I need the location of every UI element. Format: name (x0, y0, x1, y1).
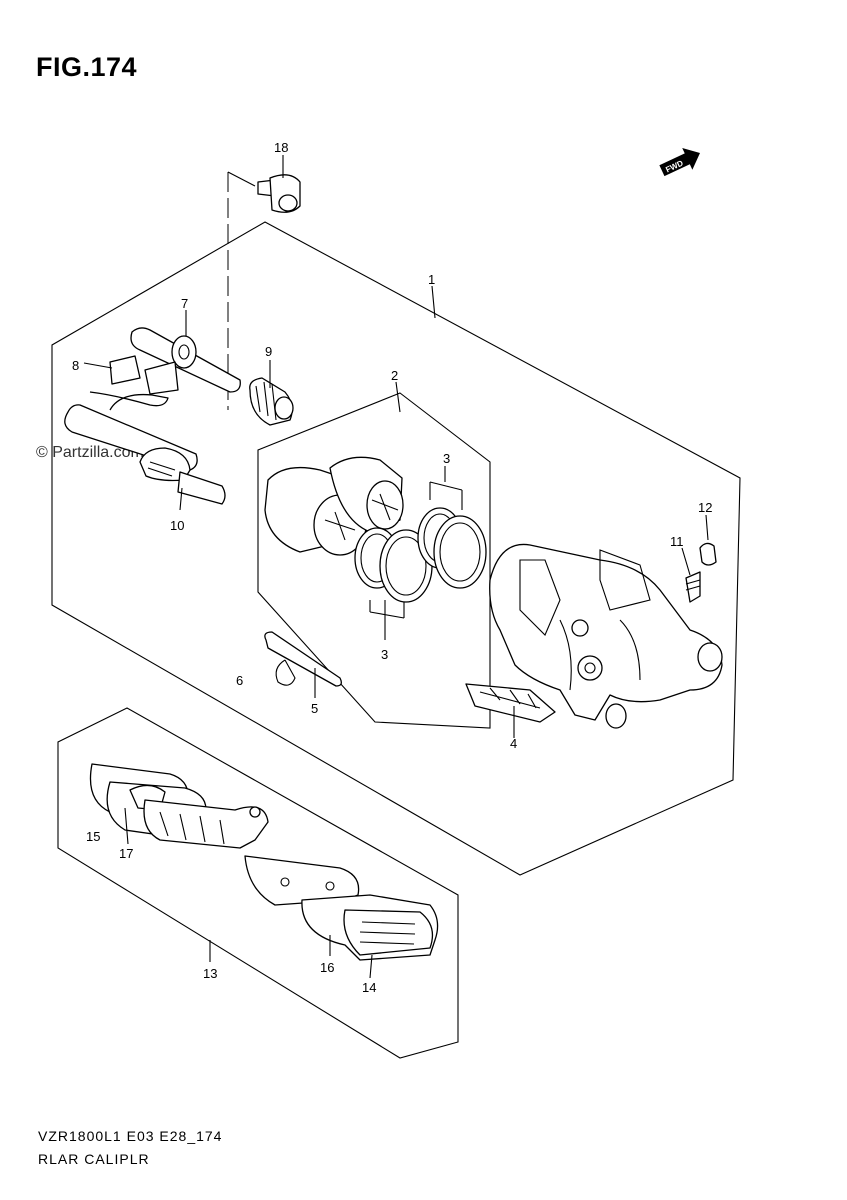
caliper-body (489, 543, 723, 729)
callout-4: 4 (510, 736, 517, 751)
part-5-pad-pin (264, 631, 342, 687)
part-2-pistons (264, 456, 404, 556)
callout-16: 16 (320, 960, 334, 975)
part-14-pad-lower (301, 894, 439, 961)
callout-10: 10 (170, 518, 184, 533)
figure-title: FIG.174 (36, 52, 138, 82)
fwd-arrow-icon: FWD (659, 147, 700, 177)
callout-labels: 18 1 7 9 8 2 3 10 12 11 3 6 5 4 15 17 13… (72, 140, 712, 995)
callout-5: 5 (311, 701, 318, 716)
callout-3a: 3 (443, 451, 450, 466)
leader-lines (83, 155, 709, 979)
model-code: VZR1800L1 E03 E28_174 (38, 1128, 223, 1144)
part-18-bolt (257, 174, 301, 213)
callout-7: 7 (181, 296, 188, 311)
watermark-text: © Partzilla.com (36, 444, 144, 461)
callout-2: 2 (391, 368, 398, 383)
part-9-boot (249, 377, 294, 426)
part-11-bleeder (685, 571, 701, 603)
caliper-assembly-outline (51, 221, 741, 876)
part-13-pad-upper (143, 799, 269, 849)
callout-6: 6 (236, 673, 243, 688)
callout-3b: 3 (381, 647, 388, 662)
callout-14: 14 (362, 980, 376, 995)
callout-9: 9 (265, 344, 272, 359)
leader-line (227, 171, 256, 187)
callout-18: 18 (274, 140, 288, 155)
part-7-pin (130, 327, 241, 393)
callout-12: 12 (698, 500, 712, 515)
section-name: RLAR CALIPLR (38, 1151, 150, 1167)
part-12-cap (699, 542, 717, 566)
part-4-pad-spring (465, 683, 556, 723)
part-6-clip (275, 659, 296, 686)
part-8-clip (89, 355, 179, 411)
fwd-badge-text: FWD (664, 158, 685, 174)
callout-13: 13 (203, 966, 217, 981)
callout-15: 15 (86, 829, 100, 844)
part-3-seals (354, 507, 487, 603)
callout-11: 11 (670, 534, 684, 549)
callout-8: 8 (72, 358, 79, 373)
part-10-pin (64, 404, 226, 505)
callout-17: 17 (119, 846, 133, 861)
brake-pad-group-outline (57, 707, 459, 1059)
callout-1: 1 (428, 272, 435, 287)
piston-group-outline (257, 392, 491, 729)
